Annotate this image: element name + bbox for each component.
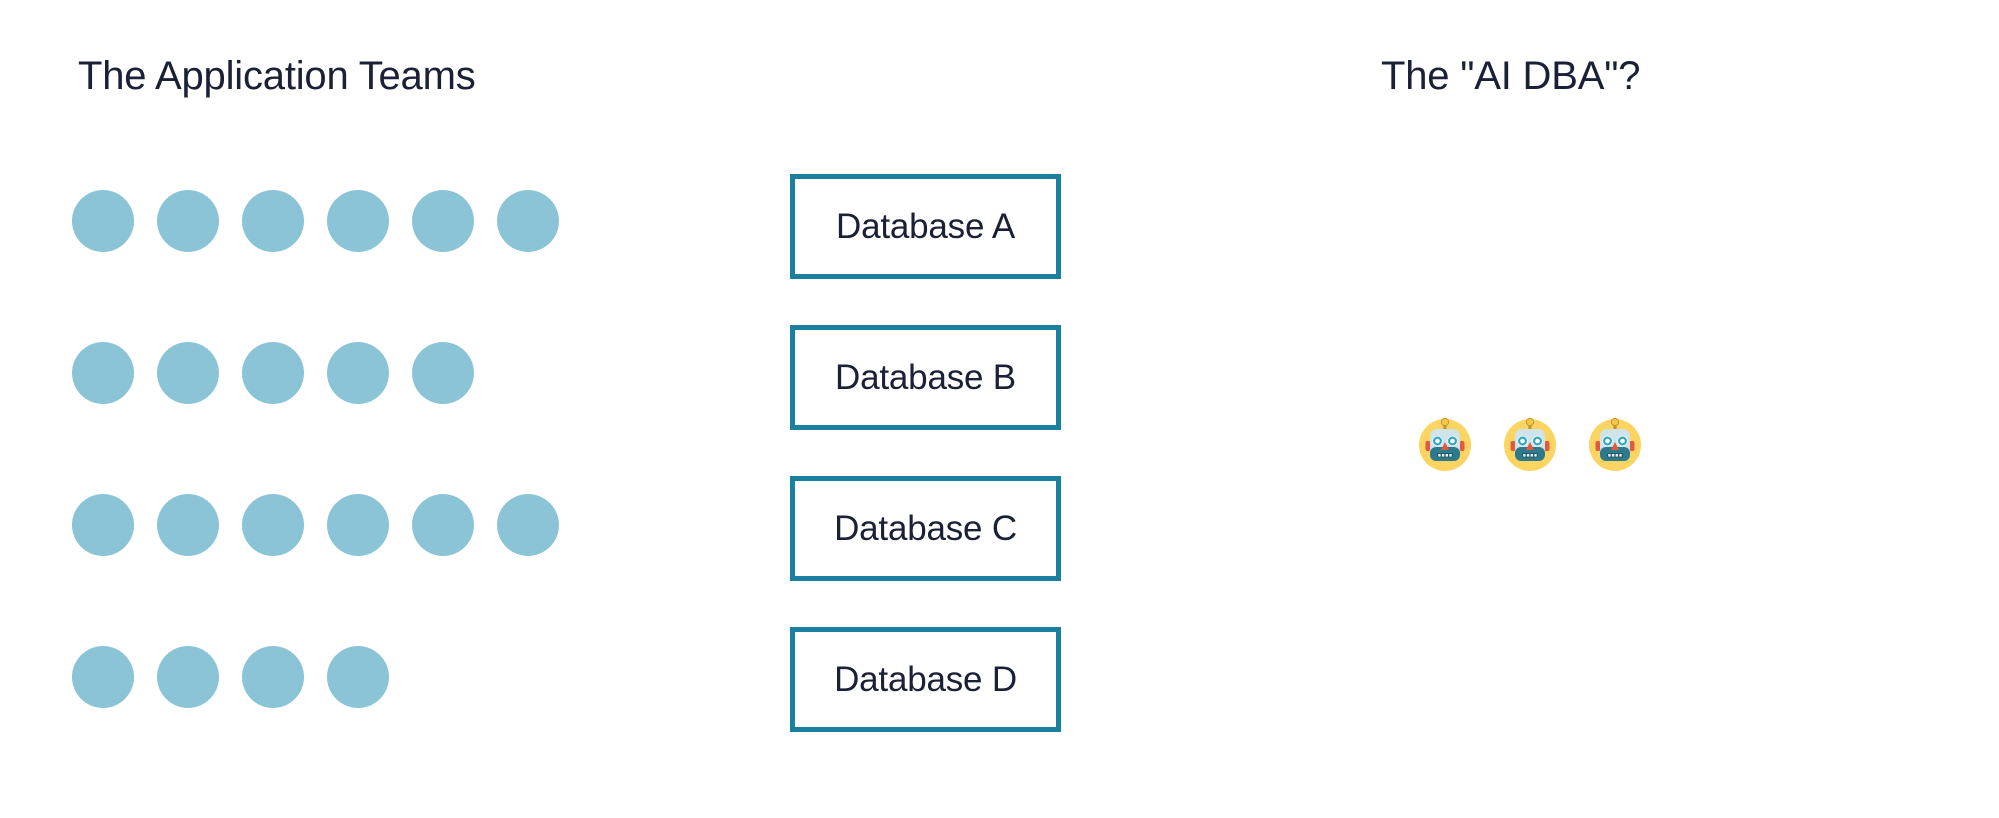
database-box[interactable]: Database D: [790, 627, 1061, 732]
team-member-dot: [327, 342, 389, 404]
team-member-dot: [72, 342, 134, 404]
team-member-dot: [157, 494, 219, 556]
team-member-dot: [242, 494, 304, 556]
database-label: Database B: [835, 357, 1016, 397]
team-member-dot: [242, 342, 304, 404]
database-box[interactable]: Database B: [790, 325, 1061, 430]
team-member-dot: [497, 494, 559, 556]
team-row: [72, 190, 559, 252]
team-row: [72, 646, 559, 708]
team-member-dot: [242, 646, 304, 708]
ai-dba-title: The "AI DBA"?: [1381, 54, 1641, 98]
team-member-dot: [327, 190, 389, 252]
database-list: Database A Database B Database C Database D: [790, 174, 1061, 732]
team-member-dot: [157, 190, 219, 252]
team-member-dot: [412, 342, 474, 404]
team-member-dot: [327, 494, 389, 556]
team-member-dot: [497, 190, 559, 252]
team-row: [72, 342, 559, 404]
database-box[interactable]: Database A: [790, 174, 1061, 279]
team-member-dot: [242, 190, 304, 252]
database-label: Database A: [836, 206, 1015, 246]
team-row: [72, 494, 559, 556]
database-label: Database D: [834, 659, 1017, 699]
database-label: Database C: [834, 508, 1017, 548]
team-member-dot: [412, 494, 474, 556]
application-teams-grid: [72, 190, 559, 708]
team-member-dot: [327, 646, 389, 708]
ai-dba-robot-group: [1413, 413, 1647, 477]
database-box[interactable]: Database C: [790, 476, 1061, 581]
team-member-dot: [72, 646, 134, 708]
application-teams-title: The Application Teams: [78, 54, 476, 98]
team-member-dot: [157, 646, 219, 708]
team-member-dot: [412, 190, 474, 252]
team-member-dot: [72, 494, 134, 556]
robot-face-emoji: [1419, 417, 1471, 471]
robot-face-emoji: [1504, 417, 1556, 471]
team-member-dot: [157, 342, 219, 404]
team-member-dot: [72, 190, 134, 252]
robot-face-emoji: [1589, 417, 1641, 471]
